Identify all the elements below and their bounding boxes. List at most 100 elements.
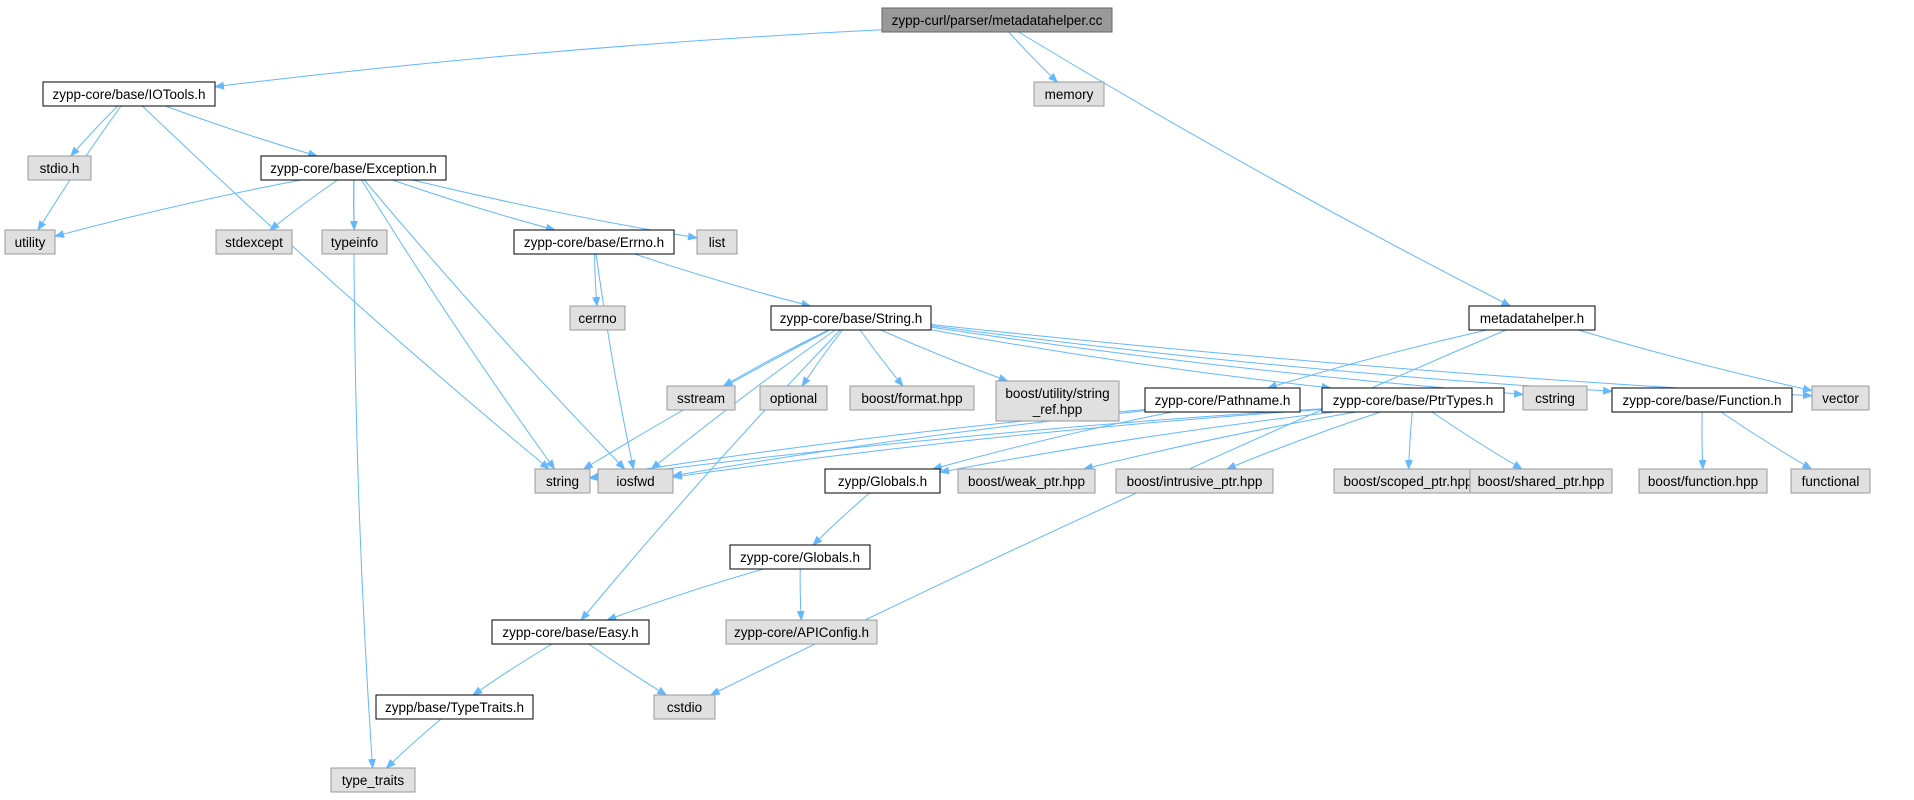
edge-exception-to-typetraits xyxy=(353,179,376,769)
edge-root-to-memory xyxy=(1008,31,1059,83)
node-iosfwd: iosfwd xyxy=(597,468,674,494)
node-label-vector: vector xyxy=(1822,391,1859,406)
node-stdexcept: stdexcept xyxy=(215,229,293,255)
edge-ptrtypes-to-weakptr xyxy=(1082,411,1356,471)
node-label-pathname: zypp-core/Pathname.h xyxy=(1155,393,1291,408)
node-typeinfo: typeinfo xyxy=(321,229,388,255)
edge-metadatahelper-to-vector xyxy=(1578,329,1813,393)
node-pathname[interactable]: zypp-core/Pathname.h xyxy=(1144,387,1301,413)
node-box-functional xyxy=(1790,468,1871,494)
edge-ptrtypes-to-iosfwd xyxy=(672,409,1323,480)
edge-ptrtypes-to-intrusiveptr xyxy=(1225,411,1381,470)
node-string: string xyxy=(534,468,591,494)
node-exception[interactable]: zypp-core/base/Exception.h xyxy=(260,155,447,181)
node-box-function xyxy=(1611,387,1793,413)
edge-exception-to-list xyxy=(412,179,698,241)
edge-easy-to-typetraitsh xyxy=(472,643,553,696)
edge-exception-to-string xyxy=(361,179,556,470)
edge-iotools-to-string xyxy=(142,105,550,470)
edge-metadatahelper-to-pathname xyxy=(1266,329,1487,390)
edge-errno-to-iosfwd xyxy=(595,253,636,470)
node-label-function: zypp-core/base/Function.h xyxy=(1622,393,1781,408)
node-label-cstdio: cstdio xyxy=(667,700,702,715)
node-box-typeinfo xyxy=(321,229,388,255)
node-box-sstream xyxy=(666,385,736,411)
node-label-utility: utility xyxy=(15,235,46,250)
node-metadatahelper[interactable]: metadatahelper.h xyxy=(1468,305,1596,331)
node-box-utility xyxy=(4,229,56,255)
node-ptrtypes[interactable]: zypp-core/base/PtrTypes.h xyxy=(1321,387,1505,413)
node-typetraitsh[interactable]: zypp/base/TypeTraits.h xyxy=(375,694,534,720)
node-label-exception: zypp-core/base/Exception.h xyxy=(270,161,437,176)
node-label-ptrtypes: zypp-core/base/PtrTypes.h xyxy=(1333,393,1494,408)
node-memory: memory xyxy=(1033,81,1105,107)
node-box-intrusiveptr xyxy=(1115,468,1274,494)
node-boostfunction: boost/function.hpp xyxy=(1638,468,1768,494)
node-box-memory xyxy=(1033,81,1105,107)
node-stdio: stdio.h xyxy=(27,155,92,181)
node-box-typetraitsh xyxy=(375,694,534,720)
edge-iotools-to-exception xyxy=(165,105,319,158)
node-weakptr: boost/weak_ptr.hpp xyxy=(957,468,1096,494)
node-box-typetraits xyxy=(330,767,416,793)
node-label-apiconfig: zypp-core/APIConfig.h xyxy=(734,625,869,640)
node-label-iosfwd: iosfwd xyxy=(616,474,654,489)
node-label-typetraits: type_traits xyxy=(342,773,405,788)
node-box-pathname xyxy=(1144,387,1301,413)
node-box-coreglobals xyxy=(729,544,871,570)
node-label-zyppglobals: zypp/Globals.h xyxy=(838,474,927,489)
node-zyppglobals[interactable]: zypp/Globals.h xyxy=(824,468,941,494)
edge-root-to-iotools xyxy=(214,29,883,90)
node-root[interactable]: zypp-curl/parser/metadatahelper.cc xyxy=(881,7,1113,33)
node-box-stdexcept xyxy=(215,229,293,255)
node-box-cstdio xyxy=(653,694,716,720)
node-cstring: cstring xyxy=(1522,385,1588,411)
edge-ptrtypes-to-zyppglobals xyxy=(939,411,1335,475)
node-box-vector xyxy=(1811,385,1870,411)
node-box-list xyxy=(696,229,738,255)
node-sharedptr: boost/shared_ptr.hpp xyxy=(1469,468,1613,494)
node-easy[interactable]: zypp-core/base/Easy.h xyxy=(491,619,650,645)
node-label-cstring: cstring xyxy=(1535,391,1575,406)
edge-coreglobals-to-apiconfig xyxy=(796,568,805,621)
node-box-iosfwd xyxy=(597,468,674,494)
edge-root-to-metadatahelper xyxy=(1018,31,1512,307)
edge-stringh-to-iosfwd xyxy=(650,329,836,470)
node-box-boostfunction xyxy=(1638,468,1768,494)
node-stringh[interactable]: zypp-core/base/String.h xyxy=(770,305,932,331)
node-label-easy: zypp-core/base/Easy.h xyxy=(502,625,638,640)
edge-stringh-to-ptrtypes xyxy=(930,329,1332,391)
node-label-metadatahelper: metadatahelper.h xyxy=(1480,311,1584,326)
node-box-easy xyxy=(491,619,650,645)
node-function[interactable]: zypp-core/base/Function.h xyxy=(1611,387,1793,413)
node-iotools[interactable]: zypp-core/base/IOTools.h xyxy=(42,81,216,107)
node-cstdio: cstdio xyxy=(653,694,716,720)
node-boostformat: boost/format.hpp xyxy=(849,385,975,411)
node-errno[interactable]: zypp-core/base/Errno.h xyxy=(513,229,675,255)
node-label-sstream: sstream xyxy=(677,391,725,406)
edge-coreglobals-to-easy xyxy=(606,568,764,621)
node-typetraits: type_traits xyxy=(330,767,416,793)
node-boostref: boost/utility/string_ref.hpp xyxy=(995,380,1120,422)
node-label-iotools: zypp-core/base/IOTools.h xyxy=(52,87,205,102)
node-box-metadatahelper xyxy=(1468,305,1596,331)
edge-easy-to-cstdio xyxy=(588,643,668,696)
edge-function-to-boostfunction xyxy=(1698,411,1707,470)
node-box-scopedptr xyxy=(1333,468,1483,494)
edge-exception-to-utility xyxy=(54,179,302,238)
node-box-cstring xyxy=(1522,385,1588,411)
node-box-boostref xyxy=(995,380,1120,422)
edge-exception-to-stdexcept xyxy=(269,179,338,231)
edge-zyppglobals-to-coreglobals xyxy=(812,492,870,546)
node-functional: functional xyxy=(1790,468,1871,494)
node-box-string xyxy=(534,468,591,494)
node-box-zyppglobals xyxy=(824,468,941,494)
node-label-functional: functional xyxy=(1802,474,1860,489)
node-box-optional xyxy=(759,385,828,411)
node-box-errno xyxy=(513,229,675,255)
node-coreglobals[interactable]: zypp-core/Globals.h xyxy=(729,544,871,570)
node-box-exception xyxy=(260,155,447,181)
node-label-sharedptr: boost/shared_ptr.hpp xyxy=(1478,474,1605,489)
node-label-stringh: zypp-core/base/String.h xyxy=(780,311,923,326)
